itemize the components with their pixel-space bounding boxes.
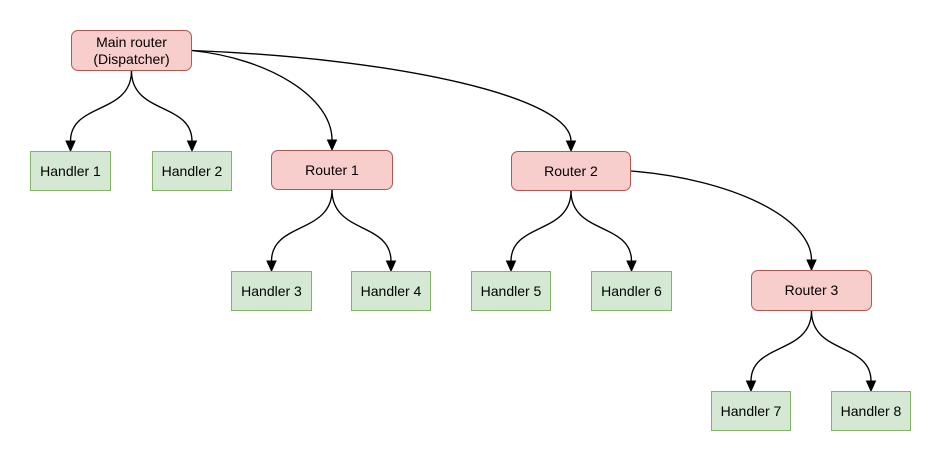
arrowhead-icon (865, 380, 877, 393)
arrowhead-icon (65, 140, 76, 153)
arrowhead-icon (326, 139, 338, 152)
arrowhead-icon (505, 260, 517, 273)
edge-main-router-to-router-1 (191, 49, 333, 141)
edge-router-3-to-handler-7 (750, 310, 813, 382)
node-router-3: Router 3 (751, 270, 872, 311)
edge-router-3-to-handler-8 (810, 310, 872, 382)
edge-router-2-to-router-3 (630, 170, 813, 261)
node-handler-1: Handler 1 (30, 151, 111, 191)
edge-router-1-to-handler-3 (270, 189, 333, 262)
arrowhead-icon (385, 260, 397, 273)
node-handler-8: Handler 8 (831, 391, 911, 431)
edge-main-router-to-handler-2 (130, 70, 193, 142)
arrowhead-icon (626, 260, 637, 273)
node-handler-7: Handler 7 (711, 391, 791, 431)
arrowhead-icon (745, 380, 757, 393)
arrowhead-icon (806, 259, 817, 272)
node-handler-6: Handler 6 (591, 271, 672, 311)
edge-router-1-to-handler-4 (331, 189, 392, 262)
node-handler-2: Handler 2 (152, 151, 232, 191)
edge-main-router-to-handler-1 (69, 70, 133, 142)
node-handler-3: Handler 3 (231, 271, 312, 311)
edge-router-2-to-handler-6 (570, 190, 633, 262)
node-main-router: Main router (Dispatcher) (71, 30, 192, 71)
arrowhead-icon (186, 140, 198, 153)
node-router-2: Router 2 (511, 151, 631, 191)
arrowhead-icon (266, 260, 277, 273)
edge-router-2-to-handler-5 (510, 190, 572, 262)
node-handler-4: Handler 4 (351, 271, 431, 311)
node-handler-5: Handler 5 (471, 271, 551, 311)
node-router-1: Router 1 (271, 150, 393, 190)
arrowhead-icon (565, 140, 577, 153)
edge-main-router-to-router-2 (191, 49, 572, 142)
